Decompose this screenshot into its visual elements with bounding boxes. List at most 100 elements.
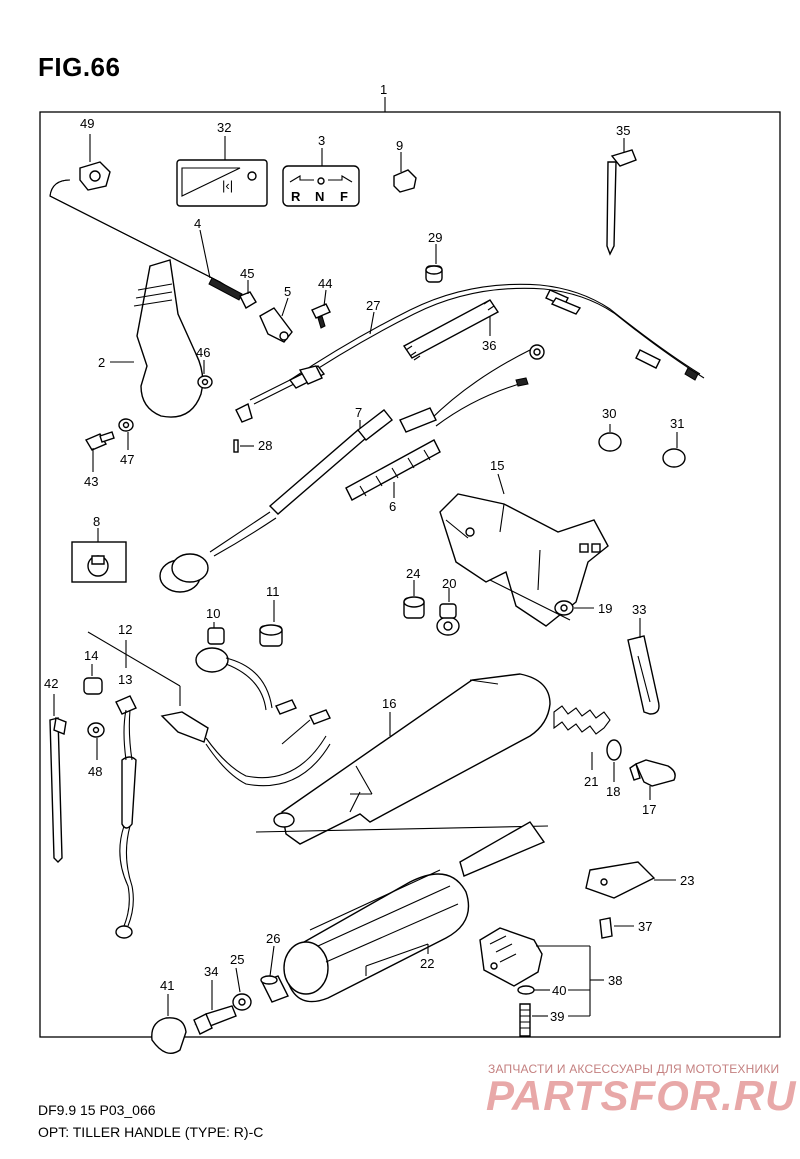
wire-ring-terminal (399, 344, 545, 433)
part-7-cord (159, 409, 393, 593)
part-9-grommet (393, 152, 417, 193)
part-19-washer (554, 600, 594, 616)
part-29-grommet (425, 244, 443, 283)
callout-33: 33 (632, 602, 646, 617)
footer-code: DF9.9 15 P03_066 (38, 1102, 156, 1118)
part-37-bolt (599, 917, 634, 939)
callout-4: 4 (194, 216, 201, 231)
callout-38: 38 (608, 973, 622, 988)
callout-17: 17 (642, 802, 656, 817)
part-26-collar (260, 945, 289, 1003)
callout-21: 21 (584, 774, 598, 789)
callout-27: 27 (366, 298, 380, 313)
callout-36: 36 (482, 338, 496, 353)
label-plate-left: R (291, 189, 301, 204)
callout-48: 48 (88, 764, 102, 779)
part-39-bolt (519, 1003, 548, 1037)
callout-44: 44 (318, 276, 332, 291)
callout-10: 10 (206, 606, 220, 621)
part-5-joint (259, 297, 293, 343)
part-4-rod (49, 179, 243, 301)
callout-9: 9 (396, 138, 403, 153)
watermark-tagline: ЗАПЧАСТИ И АКСЕССУАРЫ ДЛЯ МОТОТЕХНИКИ (488, 1062, 780, 1076)
label-plate-right: F (340, 189, 348, 204)
part-45-collar (239, 280, 257, 309)
callout-12: 12 (118, 622, 132, 637)
callout-20: 20 (442, 576, 456, 591)
label-plate-center: N (315, 189, 324, 204)
callout-42: 42 (44, 676, 58, 691)
callout-11: 11 (266, 584, 280, 599)
part-23-plate (585, 861, 676, 899)
callout-7: 7 (355, 405, 362, 420)
part-42-tie (49, 694, 67, 863)
part-16-tiller-arm (255, 673, 551, 845)
callout-14: 14 (84, 648, 98, 663)
part-18-washer (606, 739, 622, 782)
part-3-label-plate (282, 148, 360, 207)
callout-39: 39 (550, 1009, 564, 1024)
callout-30: 30 (602, 406, 616, 421)
part-31-cap (662, 432, 686, 468)
part-48-washer (87, 722, 105, 760)
part-34-bolt (193, 980, 237, 1035)
part-24-collar (403, 580, 425, 619)
watermark-brand: PARTSFOR.RU (486, 1072, 797, 1119)
callout-43: 43 (84, 474, 98, 489)
diagram-frame (39, 111, 781, 1038)
callout-41: 41 (160, 978, 174, 993)
callout-22: 22 (420, 956, 434, 971)
callout-31: 31 (670, 416, 684, 431)
callout-3: 3 (318, 133, 325, 148)
callout-18: 18 (606, 784, 620, 799)
callout-47: 47 (120, 452, 134, 467)
part-25-washer (232, 967, 252, 1011)
part-27-cable (235, 283, 705, 423)
svg-text:|‹|: |‹| (222, 178, 233, 193)
callout-35: 35 (616, 123, 630, 138)
callout-6: 6 (389, 499, 396, 514)
callout-49: 49 (80, 116, 94, 131)
part-2-lever (110, 259, 204, 418)
part-47-washer (118, 418, 134, 450)
part-46-washer (197, 360, 213, 389)
callout-1: 1 (380, 82, 387, 97)
callout-28: 28 (258, 438, 272, 453)
part-8-decal (71, 528, 127, 583)
callout-26: 26 (266, 931, 280, 946)
part-20-bushing (436, 588, 460, 636)
callout-32: 32 (217, 120, 231, 135)
figure-title: FIG.66 (38, 52, 121, 82)
callout-25: 25 (230, 952, 244, 967)
part-21-spring (553, 705, 611, 770)
callout-40: 40 (552, 983, 566, 998)
callout-16: 16 (382, 696, 396, 711)
callout-2: 2 (98, 355, 105, 370)
part-44-bolt (311, 289, 331, 329)
callout-23: 23 (680, 873, 694, 888)
callout-29: 29 (428, 230, 442, 245)
part-11-collar (259, 600, 283, 647)
callout-24: 24 (406, 566, 420, 581)
callout-37: 37 (638, 919, 652, 934)
part-40-washer (517, 985, 550, 995)
part-49-clip (79, 134, 111, 191)
part-35-pin (606, 138, 637, 256)
callout-46: 46 (196, 345, 210, 360)
callout-45: 45 (240, 266, 254, 281)
part-14-collar (83, 664, 103, 695)
wire-harness-mid (160, 709, 331, 787)
part-22-grip (283, 821, 546, 1003)
part-32-decal: |‹| (176, 136, 268, 207)
footer-description: OPT: TILLER HANDLE (TYPE: R)-C (38, 1124, 264, 1140)
callout-34: 34 (204, 964, 218, 979)
part-38-block (479, 927, 604, 1017)
callout-19: 19 (598, 601, 612, 616)
callout-5: 5 (284, 284, 291, 299)
part-28-pin (233, 439, 254, 453)
part-36-sleeve (402, 299, 500, 361)
callout-15: 15 (490, 458, 504, 473)
callout-8: 8 (93, 514, 100, 529)
part-17-bolt (629, 759, 676, 800)
part-33-plate (627, 618, 660, 715)
